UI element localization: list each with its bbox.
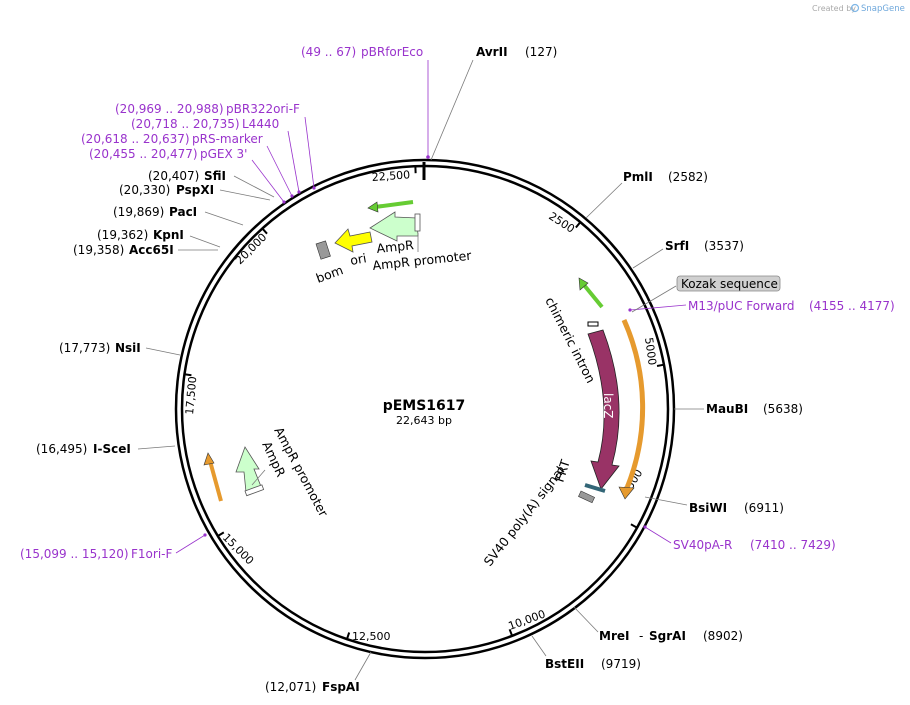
- primer-range: (20,618 .. 20,637): [81, 132, 190, 146]
- primer-range: (20,969 .. 20,988): [115, 102, 224, 116]
- primer-name: pBR322ori-F: [226, 102, 300, 116]
- site-position: (8902): [703, 629, 743, 643]
- primer-name: pRS-marker: [192, 132, 263, 146]
- frt-mark: [584, 483, 606, 493]
- snapgene-logo-icon: [850, 3, 860, 13]
- site-name: BstEII: [545, 657, 584, 671]
- primer-name: pGEX 3': [200, 147, 247, 161]
- site-position: (19,869): [113, 205, 164, 219]
- scale-tick-marks: [184, 166, 665, 640]
- primer-range: (49 .. 67): [301, 45, 356, 59]
- primer-name: F1ori-F: [131, 547, 172, 561]
- ampr-arrow: [235, 446, 263, 493]
- site-position: (16,495): [36, 442, 87, 456]
- tick-label: 5000: [642, 337, 659, 367]
- primer-range: (20,718 .. 20,735): [131, 117, 240, 131]
- site-position: (17,773): [59, 341, 110, 355]
- tick-label: 22,500: [371, 168, 410, 184]
- green-feature-arrowhead: [578, 277, 589, 291]
- lacz-arrow: [587, 329, 620, 490]
- site-name: I-SceI: [93, 442, 131, 456]
- lacz-label: lacZ: [601, 393, 615, 419]
- site-position: (2582): [668, 170, 708, 184]
- primer-name: SV40pA-R: [673, 538, 732, 552]
- scale-tick: [261, 227, 268, 235]
- site-name: PmlI: [623, 170, 653, 184]
- site-position: (6911): [744, 501, 784, 515]
- site-name: SfiI: [204, 169, 226, 183]
- green-feature-arrow: [582, 283, 604, 309]
- primer-name: L4440: [242, 117, 279, 131]
- primer-range: (20,455 .. 20,477): [89, 147, 198, 161]
- site-position: (20,330): [119, 183, 170, 197]
- ori-label: ori: [349, 250, 368, 268]
- primer-marks: [203, 155, 647, 537]
- scale-tick: [508, 628, 514, 637]
- primer-range: (7410 .. 7429): [750, 538, 836, 552]
- site-position: (3537): [704, 239, 744, 253]
- site-name: Acc65I: [129, 243, 174, 257]
- plasmid-name: pEMS1617: [383, 398, 466, 414]
- site-position: (20,407): [148, 169, 199, 183]
- site-position: (19,362): [97, 228, 148, 242]
- chimeric-intron-mark: [587, 321, 599, 327]
- scale-tick: [630, 523, 638, 529]
- green-feature-arrow: [374, 200, 414, 209]
- ampr-arrow: [369, 211, 419, 242]
- kozak-sequence-label: Kozak sequence: [681, 277, 778, 291]
- ori-arrow: [334, 228, 373, 253]
- site-position: (127): [525, 45, 557, 59]
- primer-range: (4155 .. 4177): [809, 299, 895, 313]
- site-name: MreI: [599, 629, 629, 643]
- scale-tick: [217, 531, 225, 537]
- site-name: AvrII: [476, 45, 508, 59]
- watermark-prefix: Created by: [812, 4, 856, 13]
- watermark-brand: SnapGene: [861, 4, 905, 14]
- scale-tick: [345, 632, 351, 640]
- site-name: MauBI: [706, 402, 748, 416]
- plasmid-size: 22,643 bp: [396, 414, 452, 427]
- ampr-promoter-mark: [414, 213, 421, 232]
- orange-feature-arc: [621, 318, 646, 489]
- tick-label: 20,000: [233, 231, 269, 267]
- bom-mark: [315, 240, 331, 260]
- primer-name: pBRforEco: [361, 45, 423, 59]
- ampr-label: AmpR: [376, 237, 415, 256]
- site-name: KpnI: [153, 228, 184, 242]
- scale-tick: [575, 221, 582, 229]
- scale-tick: [184, 373, 192, 377]
- site-position: (5638): [763, 402, 803, 416]
- site-name: PspXI: [176, 183, 214, 197]
- orange-feature-arc: [208, 460, 223, 502]
- sv40-polya-mark: [578, 490, 595, 504]
- site-name: SgrAI: [649, 629, 686, 643]
- site-name: PacI: [169, 205, 197, 219]
- tick-label: 17,500: [183, 376, 199, 415]
- orange-feature-arrowhead: [203, 452, 215, 466]
- site-position: (9719): [601, 657, 641, 671]
- site-name: SrfI: [665, 239, 689, 253]
- site-name: BsiWI: [689, 501, 727, 515]
- primer-range: (15,099 .. 15,120): [20, 547, 129, 561]
- site-position: (12,071): [265, 680, 316, 694]
- sv40-polya-label: SV40 poly(A) signal: [481, 463, 568, 568]
- tick-label: 12,500: [352, 630, 391, 643]
- scale-tick: [656, 363, 665, 367]
- kozak-sequence-box: Kozak sequence: [676, 275, 781, 292]
- site-name: FspAI: [322, 680, 360, 694]
- frt-label: FRT: [552, 457, 573, 483]
- green-feature-arrowhead: [367, 201, 379, 213]
- bom-label: bom: [314, 262, 345, 286]
- primer-name: M13/pUC Forward: [688, 299, 795, 313]
- orange-feature-arrowhead: [618, 486, 635, 500]
- site-name: NsiI: [115, 341, 141, 355]
- site-position: (19,358): [73, 243, 124, 257]
- site-dash: -: [639, 629, 643, 643]
- ampr-promoter-mark: [244, 484, 265, 497]
- tick-label: 2500: [546, 210, 577, 236]
